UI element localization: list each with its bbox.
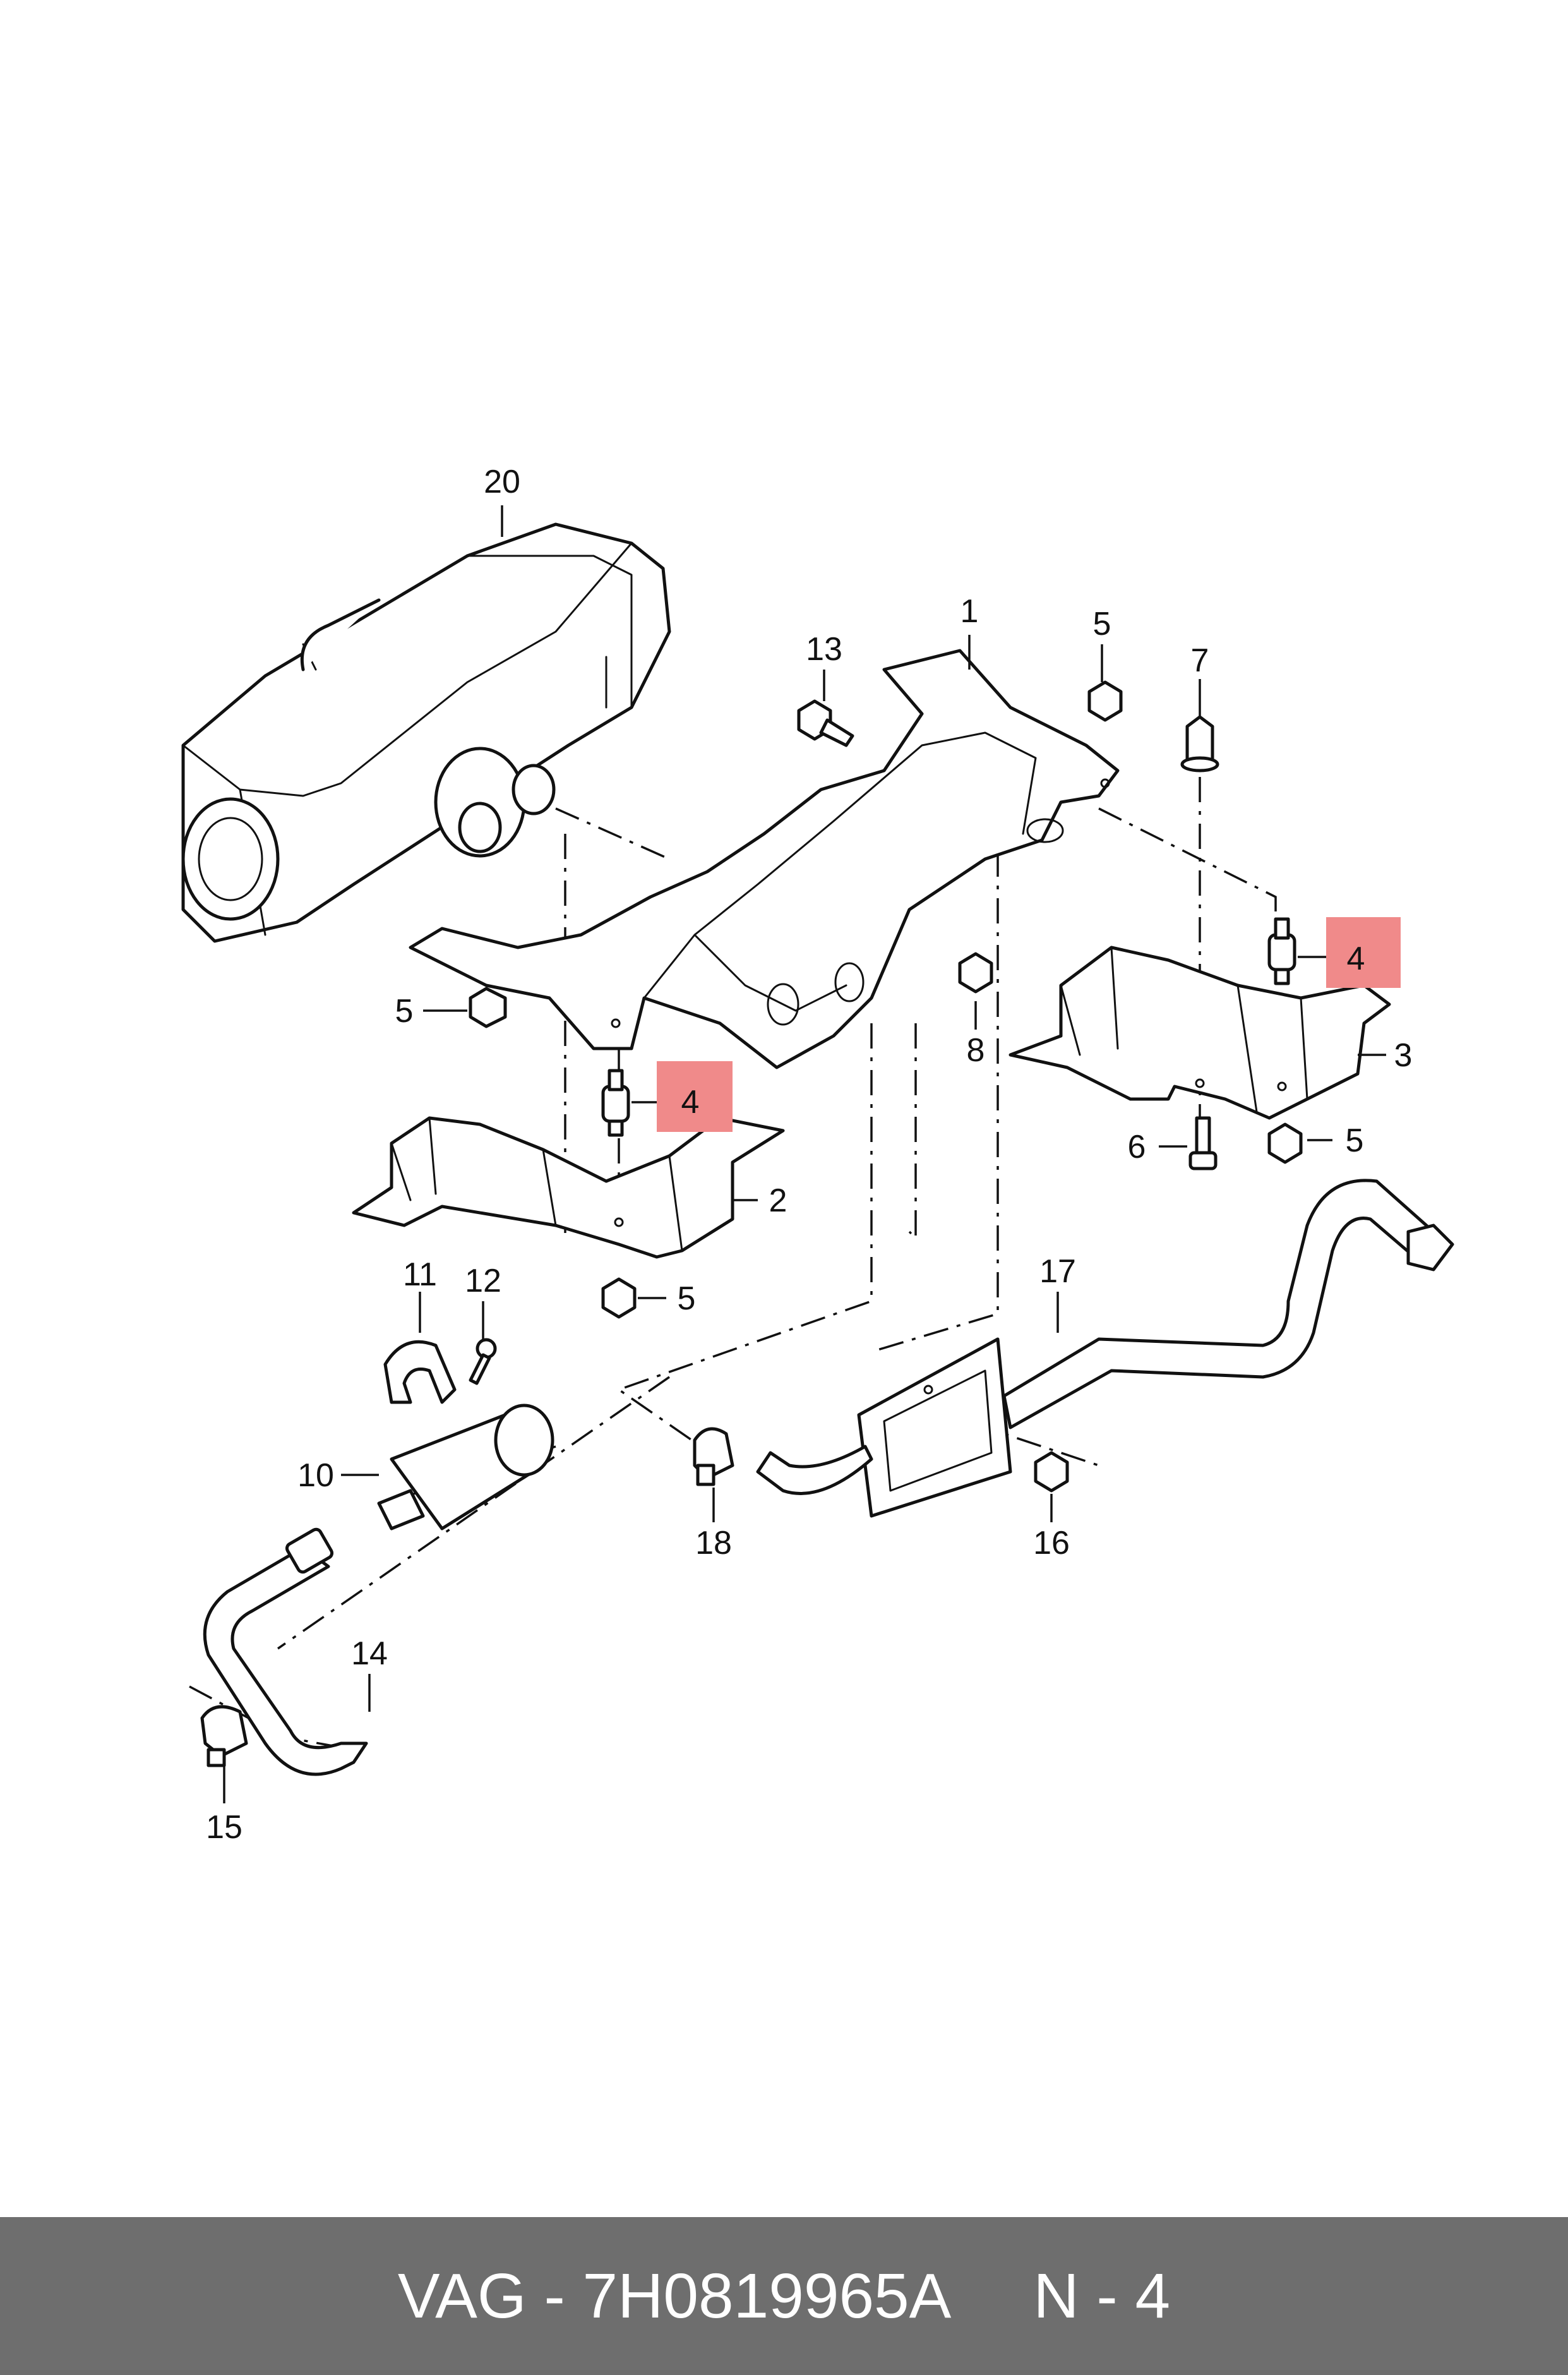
callout-15: 17 [1039,1253,1076,1290]
clamp-14 [200,1705,248,1767]
mount-4-left [601,1069,630,1137]
callout-2: 2 [769,1182,787,1219]
main-bracket [409,649,1120,1069]
bolt-7 [1180,715,1219,773]
callout-8: 8 [967,1032,985,1069]
callout-11: 11 [403,1256,437,1293]
callout-7: 7 [1191,642,1209,679]
callout-1: 1 [961,593,979,630]
highlight-box-4-right [1326,917,1401,988]
callout-5-top: 5 [1093,606,1111,642]
nut-8 [958,952,993,994]
callout-5-left: 5 [395,993,414,1030]
callout-10: 10 [297,1457,334,1494]
hose-13 [203,1527,368,1776]
fuel-pump-10 [377,1404,554,1530]
callout-13: 14 [351,1635,388,1672]
callout-18: 18 [695,1525,732,1561]
leader-lines [223,505,1386,1803]
nut-5 [469,680,1303,1319]
callout-3: 3 [1394,1037,1413,1074]
bracket-2 [352,1116,785,1259]
highlight-box-4-left [657,1061,733,1132]
bolt-6 [1188,1116,1218,1170]
pipe-15 [756,1179,1454,1518]
bolt-16 [797,699,854,747]
part-number: VAG - 7H0819965A [397,2260,952,2331]
callout-16: 13 [806,631,842,668]
callout-12: 12 [465,1263,501,1299]
nut-17 [1034,1451,1069,1493]
position-label: N - 4 [1033,2260,1171,2331]
callout-4-right: 4 [1347,941,1365,977]
callout-5-right: 5 [1346,1122,1364,1159]
callout-20: 20 [484,464,520,500]
parts-diagram: 20 1 13 5 7 5 4 4 3 8 2 6 5 5 11 12 17 1… [181,464,1454,1846]
footer-bar: VAG - 7H0819965A N - 4 [0,2217,1568,2375]
callout-17: 16 [1033,1525,1070,1561]
clamp-18 [693,1427,734,1486]
callout-14: 15 [206,1809,242,1846]
callout-5-bottom: 5 [678,1280,696,1317]
callout-4-left: 4 [681,1084,700,1121]
callout-labels: 20 1 13 5 7 5 4 4 3 8 2 6 5 5 11 12 17 1… [206,464,1412,1846]
screw-12 [469,1338,497,1385]
heater-unit [181,522,671,943]
bracket-3 [1008,946,1391,1120]
mount-4-right [1267,917,1296,985]
callout-6: 6 [1128,1129,1146,1165]
clip-11 [383,1340,457,1404]
